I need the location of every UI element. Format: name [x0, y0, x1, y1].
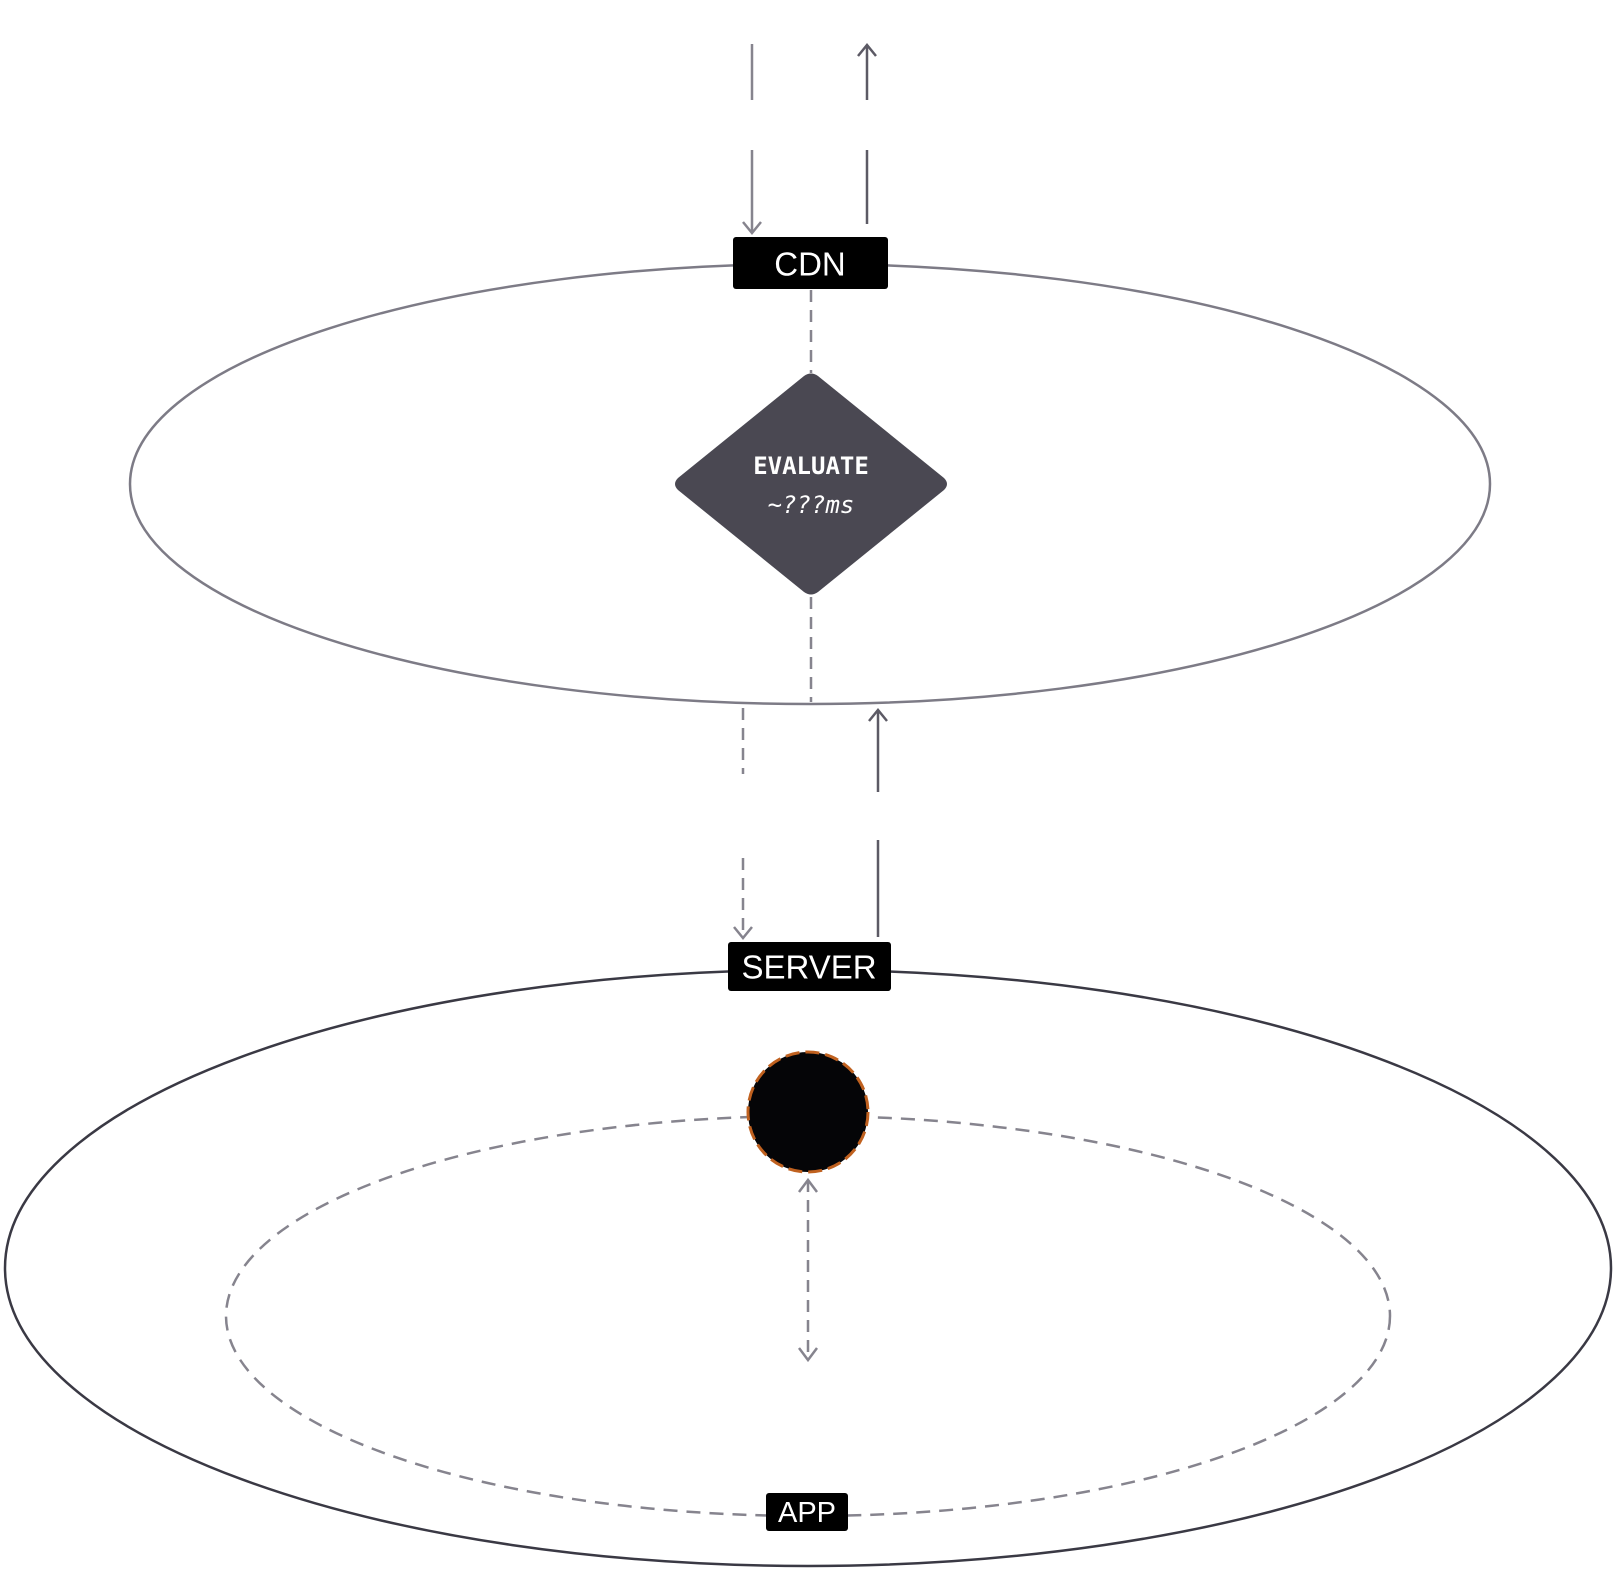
incoming-request-arrow	[742, 44, 762, 235]
server-node	[746, 1050, 870, 1174]
app-label-text: APP	[778, 1497, 836, 1529]
cdn-to-server-dashed-arrow	[733, 708, 753, 940]
server-node-circle	[748, 1052, 868, 1172]
app-label-background	[766, 1493, 848, 1531]
server-node-outline	[746, 1050, 870, 1174]
outgoing-response-arrow	[857, 43, 877, 224]
server-label-text: SERVER	[741, 949, 876, 986]
evaluate-diamond-shape	[675, 373, 947, 595]
app-label: APP	[766, 1493, 848, 1531]
evaluate-title: EVALUATE	[753, 452, 869, 480]
evaluate-timing: ~???ms	[768, 491, 855, 519]
server-to-cdn-arrow	[868, 708, 888, 937]
cdn-label-background	[733, 237, 888, 289]
server-label: SERVER	[728, 942, 891, 991]
cdn-label: CDN	[733, 237, 888, 289]
app-layer-ellipse	[224, 1114, 1392, 1518]
evaluate-decision: EVALUATE ~???ms	[675, 373, 947, 595]
cdn-label-text: CDN	[774, 246, 846, 283]
server-label-background	[728, 942, 891, 991]
node-bidirectional-arrow	[798, 1177, 818, 1363]
